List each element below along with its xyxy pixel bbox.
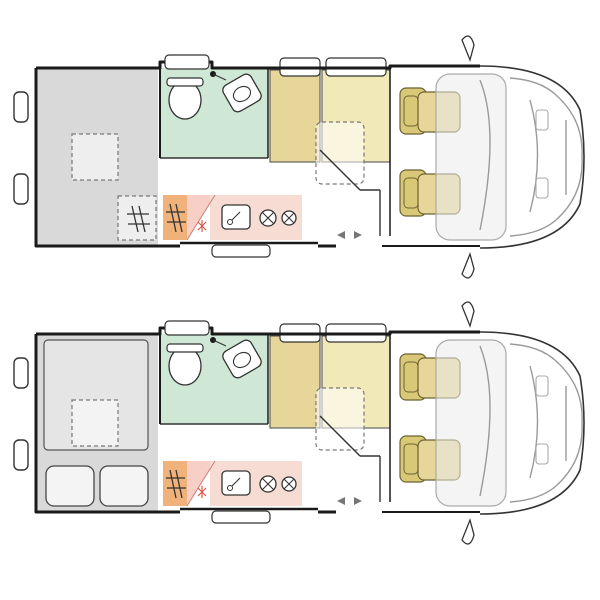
layout-bottom — [12, 300, 586, 546]
pillow-right — [99, 465, 149, 507]
garage-hatch-outline — [117, 195, 157, 241]
pillow-left — [45, 465, 95, 507]
roof-hatch-outline — [71, 133, 119, 181]
bed-mattress — [43, 339, 149, 451]
shower-drain-icon-rear — [127, 205, 150, 233]
roof-hatch-outline — [71, 399, 119, 447]
layout-top — [12, 34, 586, 280]
